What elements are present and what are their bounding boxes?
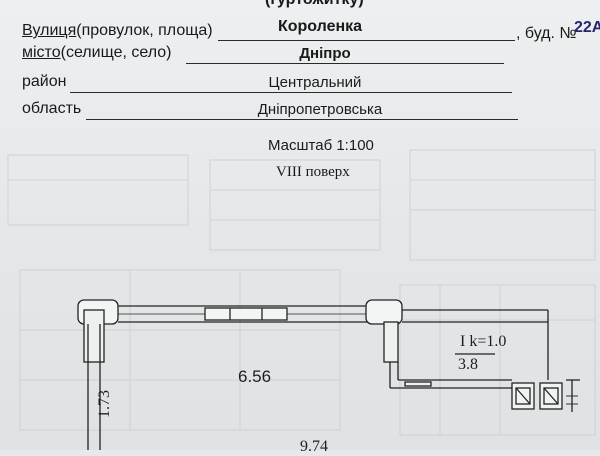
street-value: Короленка: [277, 18, 363, 35]
vent-shaft-2-cross: [543, 387, 559, 405]
column-left-pier: [83, 309, 105, 363]
street-underline: [218, 40, 515, 41]
floor-caption: VIII поверх: [276, 164, 350, 180]
vent-shaft-2-inner: [543, 387, 559, 405]
region-value: Дніпропетровська: [257, 101, 383, 118]
vent-shaft-1-cross: [515, 387, 531, 405]
room-area-label: 6.56: [238, 367, 272, 386]
scale-caption: Масштаб 1:100: [268, 137, 374, 154]
wall-dimension-bottom: 9.74: [300, 438, 328, 455]
building-label: , буд. №: [516, 25, 577, 42]
region-label: область: [22, 100, 82, 117]
column-right-top: [365, 299, 403, 325]
door-opening: [404, 381, 432, 387]
room-height-label: I k=1.0: [460, 333, 507, 350]
column-right-pier: [383, 321, 399, 363]
district-value: Центральний: [268, 74, 362, 91]
top-cut-text: (гуртожитку): [265, 0, 364, 9]
vent-shaft-1-inner: [515, 387, 531, 405]
district-label: район: [22, 73, 67, 90]
city-value: Дніпро: [299, 45, 351, 62]
city-label: місто(селище, село): [22, 44, 172, 61]
wall-dimension-left: 1.73: [96, 390, 113, 418]
region-underline: [86, 119, 518, 120]
building-value: 22А: [574, 19, 600, 36]
room-height-value: 3.8: [458, 356, 478, 373]
window-frame: [204, 307, 288, 321]
street-label: Вулиця(провулок, площа): [22, 22, 213, 39]
city-underline: [186, 63, 504, 64]
district-underline: [70, 92, 512, 93]
